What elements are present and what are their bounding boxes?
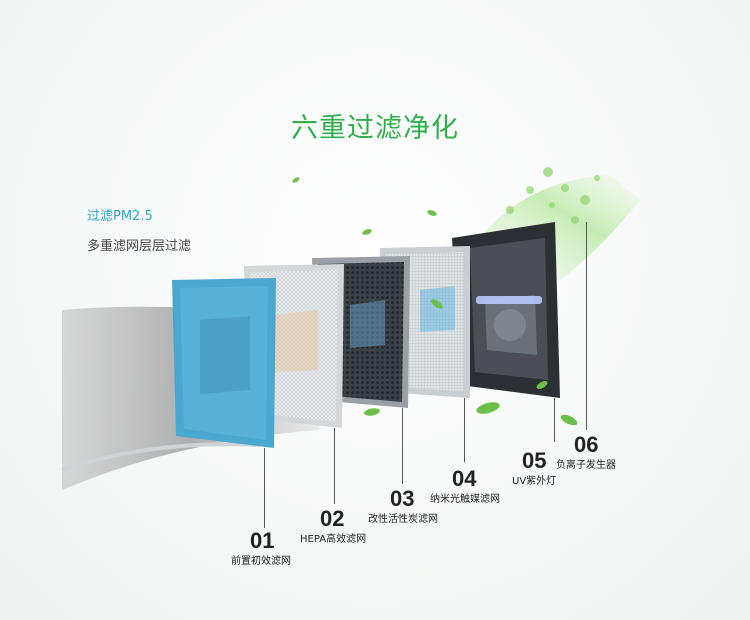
leader-line-05 <box>554 398 555 442</box>
layer-number-05: 05 <box>522 448 547 473</box>
leader-line-01 <box>264 448 265 528</box>
uv-lamp <box>476 296 542 304</box>
layer-label-04: 纳米光触媒滤网 <box>430 494 500 505</box>
ionizer-housing <box>452 222 560 398</box>
layer-number-02: 02 <box>320 506 345 531</box>
leader-line-02 <box>334 428 335 504</box>
layer-number-01: 01 <box>250 528 275 553</box>
pre-filter <box>172 278 276 448</box>
leader-line-04 <box>464 398 465 462</box>
tagline: 多重滤网层层过滤 <box>87 239 192 254</box>
page-title: 六重过滤净化 <box>291 113 459 144</box>
leaves <box>292 177 578 426</box>
layer-number-03: 03 <box>390 486 415 511</box>
leader-line-06 <box>586 222 587 430</box>
layer-label-05: UV紫外灯 <box>512 476 557 487</box>
layer-number-06: 06 <box>574 432 599 457</box>
layer-label-06: 负离子发生器 <box>556 460 616 471</box>
layer-label-01: 前置初效滤网 <box>231 556 291 567</box>
layer-label-02: HEPA高效滤网 <box>300 534 367 545</box>
ion-bubbles <box>506 167 600 224</box>
leader-line-03 <box>402 408 403 484</box>
layer-number-04: 04 <box>452 466 477 491</box>
layer-label-03: 改性活性炭滤网 <box>368 514 438 525</box>
subtitle: 过滤PM2.5 <box>87 209 153 224</box>
